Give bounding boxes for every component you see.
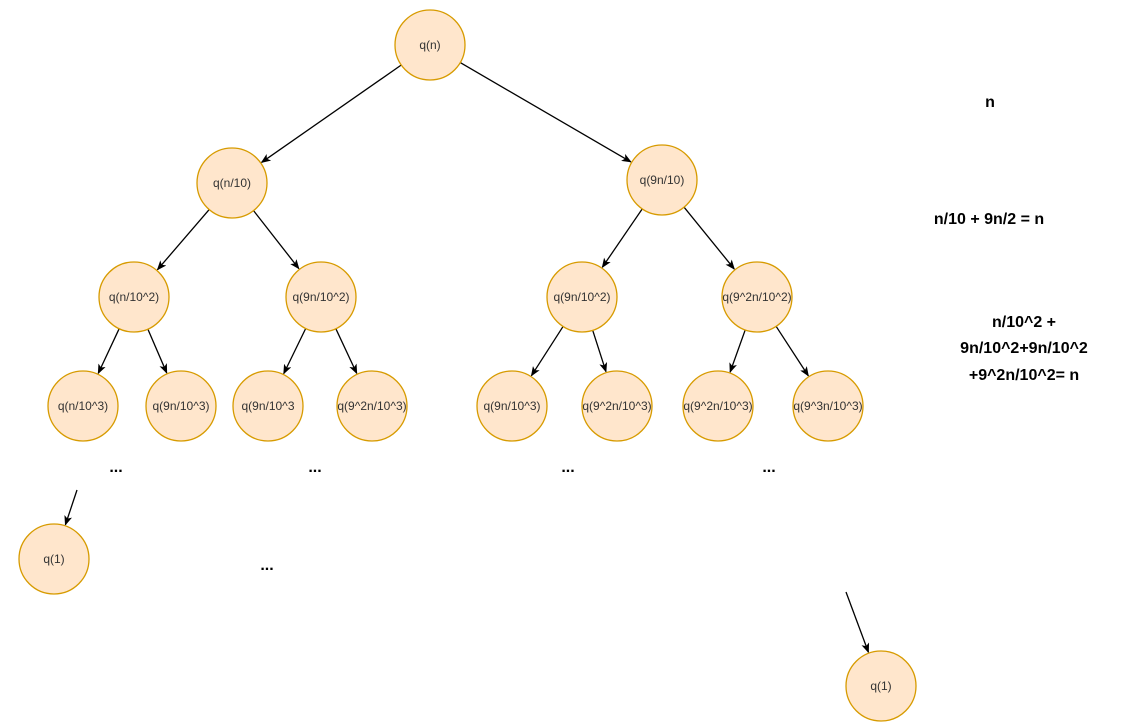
- edge-dangling-b-to-leafb: [845, 591, 870, 654]
- edge-l2b-to-l3d: [335, 328, 358, 375]
- node-level3-b-label: q(9n/10^3): [153, 399, 210, 413]
- node-level2-b-label: q(9n/10^2): [293, 290, 350, 304]
- edge-l2b-to-l3c: [283, 328, 307, 375]
- ellipsis-3: ...: [561, 459, 574, 476]
- node-level3-e-circle: [476, 370, 548, 442]
- node-level2-a: q(n/10^2): [98, 261, 170, 333]
- node-level2-c: q(9n/10^2): [546, 261, 618, 333]
- node-level3-h-circle: [792, 370, 864, 442]
- node-leaf-left-circle: [18, 523, 90, 595]
- node-level3-a-circle: [47, 370, 119, 442]
- node-level3-g-label: q(9^2n/10^3): [683, 399, 752, 413]
- node-level2-d-label: q(9^2n/10^2): [722, 290, 791, 304]
- node-level2-c-label: q(9n/10^2): [554, 290, 611, 304]
- node-level2-d-circle: [721, 261, 793, 333]
- level-sum-0: n: [985, 94, 995, 111]
- node-level2-a-label: q(n/10^2): [109, 290, 159, 304]
- edge-l2a-to-l3b: [147, 328, 168, 374]
- node-level3-e: q(9n/10^3): [476, 370, 548, 442]
- node-level3-d-label: q(9^2n/10^3): [337, 399, 406, 413]
- node-level2-a-circle: [98, 261, 170, 333]
- node-level3-b-circle: [145, 370, 217, 442]
- node-9n-over-10-circle: [626, 144, 698, 216]
- level-sums: n n/10 + 9n/2 = n n/10^2 + 9n/10^2+9n/10…: [934, 94, 1088, 384]
- node-level3-a-label: q(n/10^3): [58, 399, 108, 413]
- node-level3-h-label: q(9^3n/10^3): [793, 399, 862, 413]
- node-level3-g-circle: [682, 370, 754, 442]
- node-level2-b: q(9n/10^2): [285, 261, 357, 333]
- edge-l1a-to-l2a: [156, 209, 210, 271]
- tree-edges: [64, 62, 870, 654]
- node-root-circle: [394, 9, 466, 81]
- edge-l1b-to-l2d: [683, 206, 735, 270]
- node-leaf-left: q(1): [18, 523, 90, 595]
- node-level3-b: q(9n/10^3): [145, 370, 217, 442]
- ellipsis-group: ... ... ... ... ...: [109, 459, 775, 574]
- node-level3-g: q(9^2n/10^3): [682, 370, 754, 442]
- node-leaf-right-circle: [845, 650, 917, 722]
- node-level3-f: q(9^2n/10^3): [581, 370, 653, 442]
- node-level3-c-circle: [232, 370, 304, 442]
- level-sum-2-line-2: 9n/10^2+9n/10^2: [960, 340, 1088, 357]
- node-9n-over-10-label: q(9n/10): [640, 173, 685, 187]
- edge-l2a-to-l3a: [97, 328, 120, 375]
- node-level3-f-circle: [581, 370, 653, 442]
- node-n-over-10: q(n/10): [196, 147, 268, 219]
- edge-l2c-to-l3e: [530, 326, 564, 377]
- ellipsis-4: ...: [762, 459, 775, 476]
- node-level3-d-circle: [336, 370, 408, 442]
- node-n-over-10-label: q(n/10): [213, 176, 251, 190]
- node-9n-over-10: q(9n/10): [626, 144, 698, 216]
- node-level2-b-circle: [285, 261, 357, 333]
- node-level3-d: q(9^2n/10^3): [336, 370, 408, 442]
- edge-l2c-to-l3f: [592, 330, 608, 373]
- node-level2-d: q(9^2n/10^2): [721, 261, 793, 333]
- edge-l2d-to-l3g: [729, 329, 746, 374]
- node-level2-c-circle: [546, 261, 618, 333]
- node-level3-a: q(n/10^3): [47, 370, 119, 442]
- node-level3-e-label: q(9n/10^3): [484, 399, 541, 413]
- edge-l1b-to-l2c: [601, 208, 643, 269]
- node-level3-f-label: q(9^2n/10^3): [582, 399, 651, 413]
- level-sum-2-line-3: +9^2n/10^2= n: [969, 367, 1079, 384]
- edge-root-to-l1a: [260, 64, 402, 163]
- ellipsis-5: ...: [260, 557, 273, 574]
- node-leaf-left-label: q(1): [43, 552, 64, 566]
- node-n-over-10-circle: [196, 147, 268, 219]
- node-leaf-right: q(1): [845, 650, 917, 722]
- level-sum-2-line-1: n/10^2 +: [992, 314, 1056, 331]
- node-root: q(n): [394, 9, 466, 81]
- edge-root-to-l1b: [459, 62, 632, 163]
- edge-dangling-a-to-leafa: [64, 489, 78, 526]
- tree-nodes: q(n) q(n/10) q(9n/10) q(n/10^2) q(9n/10^…: [18, 9, 917, 722]
- node-level3-c-label: q(9n/10^3: [241, 399, 294, 413]
- edge-l1a-to-l2b: [253, 210, 300, 270]
- node-root-label: q(n): [419, 38, 440, 52]
- node-level3-c: q(9n/10^3: [232, 370, 304, 442]
- ellipsis-1: ...: [109, 459, 122, 476]
- node-level3-h: q(9^3n/10^3): [792, 370, 864, 442]
- edge-l2d-to-l3h: [775, 325, 809, 377]
- ellipsis-2: ...: [308, 459, 321, 476]
- level-sum-1: n/10 + 9n/2 = n: [934, 211, 1044, 228]
- node-leaf-right-label: q(1): [870, 679, 891, 693]
